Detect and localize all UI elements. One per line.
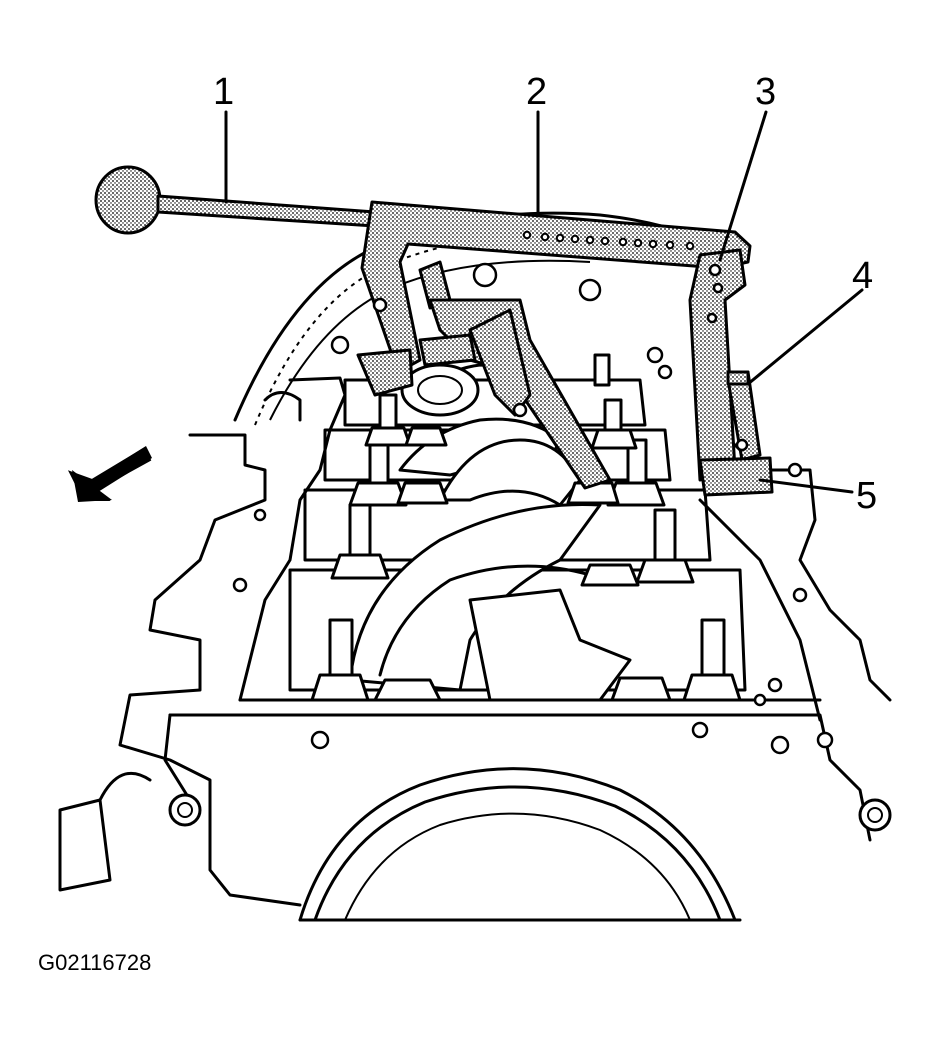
- crankshaft: [348, 363, 632, 702]
- callout-4: 4: [852, 255, 873, 297]
- block-bolts: [168, 793, 892, 832]
- cap-bolts: [310, 353, 742, 702]
- callout-2: 2: [526, 71, 547, 113]
- figure-id: G02116728: [38, 950, 151, 975]
- tool-handle: [94, 165, 377, 235]
- tool-bar: [356, 200, 752, 397]
- tool-lever: [418, 260, 612, 490]
- callout-3: 3: [755, 71, 776, 113]
- arrow-down-left-icon: [67, 446, 152, 502]
- tool-pivot-foot: [688, 248, 774, 497]
- callout-1: 1: [213, 71, 234, 113]
- callout-5: 5: [856, 475, 877, 517]
- rear-main-seal: [298, 767, 742, 922]
- leader-lines: [224, 110, 864, 494]
